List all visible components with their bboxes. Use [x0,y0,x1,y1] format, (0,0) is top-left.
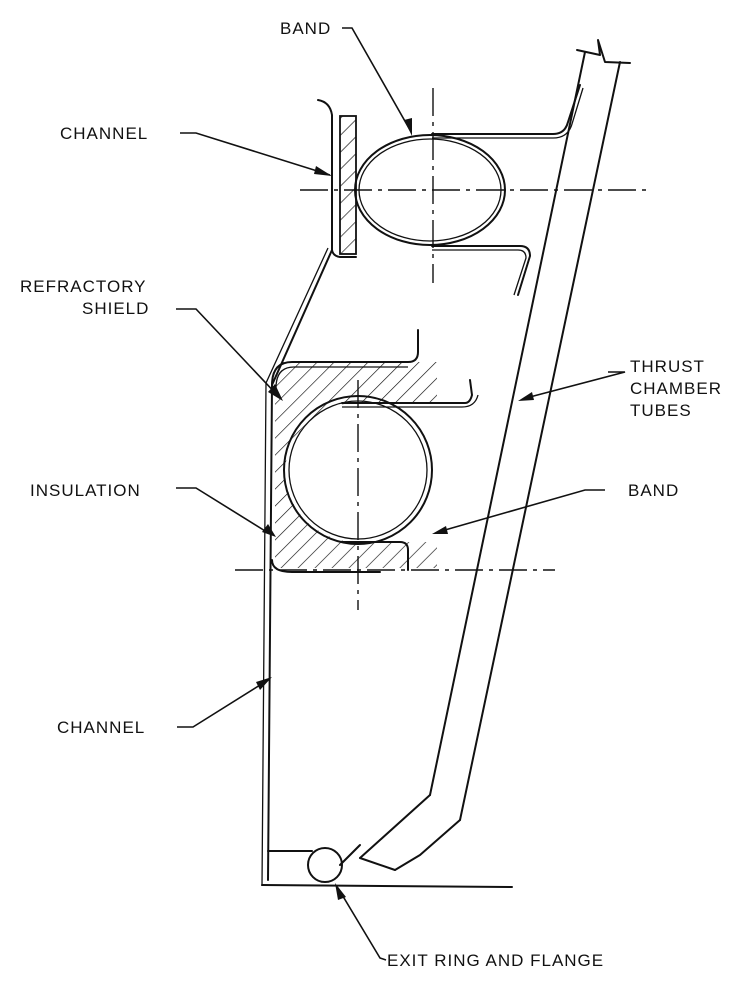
label-channel-bottom: CHANNEL [57,718,145,737]
leader-exit-ring [335,883,387,961]
label-refractory-shield-line1: REFRACTORY [20,277,147,296]
label-thrust-line2: CHAMBER [630,379,722,398]
leader-channel-bottom [177,677,272,728]
label-exit-ring: EXIT RING AND FLANGE [387,951,604,970]
leader-band-top [342,27,412,136]
label-refractory-shield-line2: SHIELD [82,299,149,318]
upper-centerlines [300,88,650,283]
leader-channel-top [180,132,332,176]
thrust-chamber-tubes [339,39,631,871]
label-thrust-line1: THRUST [630,357,705,376]
exit-ring [261,847,513,888]
upper-channel [317,99,357,258]
leader-thrust-tubes [518,371,626,401]
lower-channel-insulation [271,329,479,573]
label-band-bottom: BAND [628,481,679,500]
label-band-top: BAND [280,19,331,38]
label-channel-top: CHANNEL [60,124,148,143]
label-insulation: INSULATION [30,481,141,500]
leader-refractory [176,308,283,401]
leader-band-bottom [432,489,605,534]
lower-centerlines [235,380,555,610]
label-thrust-line3: TUBES [630,401,692,420]
leader-insulation [176,487,276,537]
upper-band [354,84,584,296]
